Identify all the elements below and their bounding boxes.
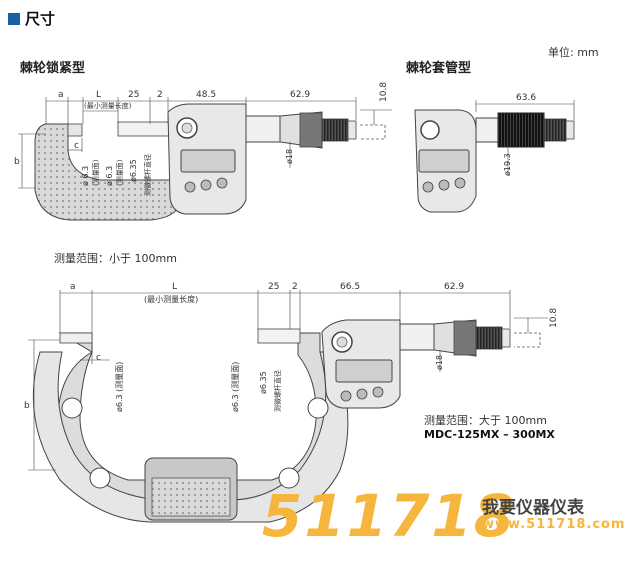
large-frame-hole-3 [278, 467, 300, 489]
small-dim-2: 2 [157, 90, 163, 100]
small-dim-48-5: 48.5 [196, 90, 216, 100]
large-dim-phi-6-3-b: ø6.3 (测量面) [231, 362, 240, 412]
small-sleeve [245, 115, 281, 143]
svg-text:(测量面): (测量面) [92, 159, 100, 186]
large-dim-66-5: 66.5 [340, 282, 360, 292]
small-range-note: 测量范围：小于 100mm [54, 252, 177, 265]
large-spindle-dia-label: 测微螺杆直径 [273, 370, 282, 412]
small-button-1 [184, 181, 196, 193]
large-anvil [59, 332, 93, 344]
small-dim-c: c [74, 141, 79, 151]
large-frame-hole-4 [307, 397, 329, 419]
section-header: 尺寸 [8, 8, 55, 29]
small-dim-phi-18: ø18 [285, 149, 294, 164]
section-title: 尺寸 [25, 10, 56, 28]
small-dim-min-length: (最小测量长度) [84, 101, 132, 110]
large-dim-phi-6-35: ø6.35 [259, 371, 268, 394]
site-watermark: 511718 我要仪器仪表 www.511718.com [262, 482, 625, 550]
large-dim-10-8: 10.8 [549, 308, 559, 328]
small-dim-25: 25 [128, 90, 139, 100]
large-sleeve [399, 323, 435, 351]
small-dim-62-9: 62.9 [290, 90, 310, 100]
small-anvil [67, 123, 83, 137]
svg-text:(测量面): (测量面) [116, 159, 124, 186]
watermark-digits: 511718 [262, 482, 517, 550]
small-dim-b: b [14, 157, 20, 167]
watermark-url: www.511718.com [482, 517, 626, 532]
large-frame-hole-2 [89, 467, 111, 489]
unit-label: 单位: mm [548, 46, 599, 59]
small-ratchet [321, 118, 349, 142]
large-dim-c: c [96, 353, 101, 363]
sleeve-dim-63-6: 63.6 [516, 93, 536, 103]
large-lcd-screen [335, 359, 393, 383]
large-dim-L: L [172, 282, 177, 292]
large-dimension-lines [28, 290, 548, 471]
large-ratchet [475, 326, 503, 350]
large-frame-hole-1 [61, 397, 83, 419]
small-dim-10-8: 10.8 [379, 82, 389, 102]
small-dim-a: a [58, 90, 64, 100]
ratchet-lock-title: 棘轮锁紧型 [20, 61, 86, 76]
small-dim-phi-6-35: ø6.35 [129, 159, 138, 182]
large-dim-25: 25 [268, 282, 279, 292]
large-range-note: 测量范围：大于 100mm [424, 414, 547, 427]
sleeve-dim-phi-19-3: ø19.3 [503, 153, 512, 176]
small-dim-L: L [96, 90, 101, 100]
small-button-3 [216, 177, 228, 189]
large-dim-min-length: (最小测量长度) [144, 294, 198, 304]
large-dim-2: 2 [292, 282, 298, 292]
small-dimension-lines [18, 97, 392, 189]
header-square-icon [8, 12, 20, 25]
ratchet-sleeve-title: 棘轮套管型 [406, 61, 472, 76]
small-button-2 [200, 179, 212, 191]
large-dim-phi-18: ø18 [435, 355, 444, 370]
large-dim-a: a [70, 282, 76, 292]
small-dim-phi-6-3-b: ø 6.3 [105, 166, 114, 186]
watermark-cn: 我要仪器仪表 [482, 498, 584, 518]
sleeve-ratchet-thimble [497, 112, 545, 148]
large-spindle [257, 328, 301, 344]
large-dim-phi-6-3-a: ø6.3 (测量面) [115, 362, 124, 412]
large-dim-62-9: 62.9 [444, 282, 464, 292]
large-model-label: MDC-125MX – 300MX [424, 428, 555, 441]
small-dim-phi-6-3-a: ø 6.3 [81, 166, 90, 186]
large-dim-b: b [24, 401, 30, 411]
sleeve-lcd-screen [418, 149, 470, 173]
small-spindle-dia-label: 测微螺杆直径 [143, 154, 152, 196]
small-frame-body [34, 123, 181, 221]
small-lcd-screen [180, 149, 236, 173]
